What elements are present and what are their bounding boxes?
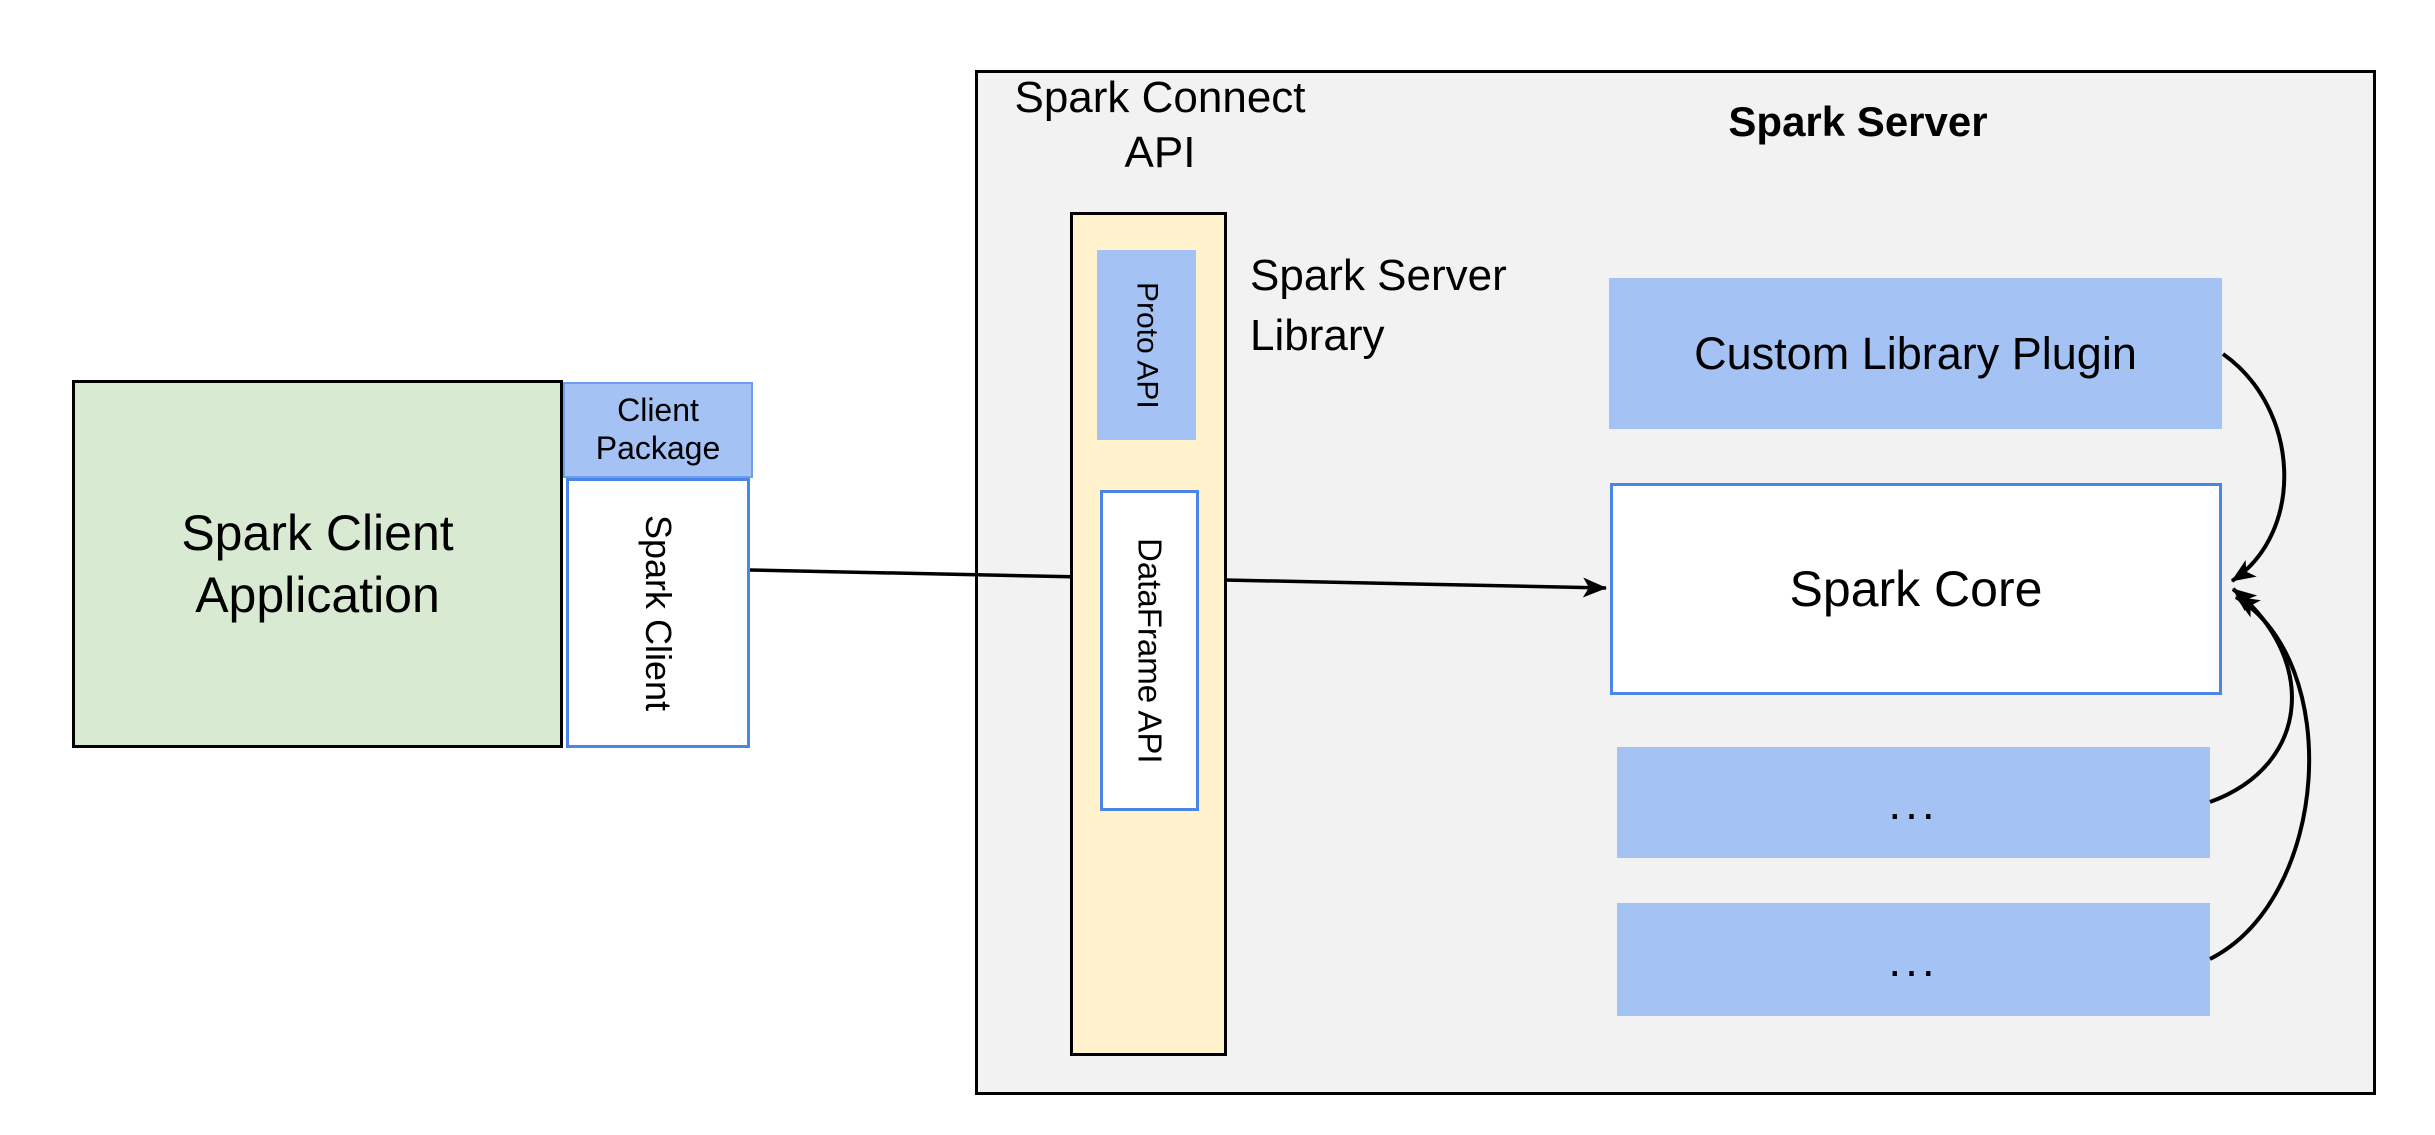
proto-api-box: Proto API xyxy=(1097,250,1196,440)
module-placeholder-top-label: ... xyxy=(1888,776,1939,829)
custom-library-plugin-label: Custom Library Plugin xyxy=(1694,327,2137,379)
spark-connect-api-label: Spark Connect API xyxy=(1014,73,1306,177)
spark-core-box: Spark Core xyxy=(1610,483,2222,695)
client-package-box: Client Package xyxy=(563,382,753,478)
module-placeholder-box-top: ... xyxy=(1617,747,2210,858)
module-placeholder-box-bottom: ... xyxy=(1617,903,2210,1016)
spark-client-application-box: Spark Client Application xyxy=(72,380,563,748)
spark-client-box: Spark Client xyxy=(566,478,750,748)
proto-api-label: Proto API xyxy=(1130,281,1164,409)
spark-client-application-label: Spark Client Application xyxy=(181,505,454,623)
spark-server-title: Spark Server xyxy=(1728,98,1988,145)
spark-core-label: Spark Core xyxy=(1789,561,2043,617)
dataframe-api-label: DataFrame API xyxy=(1131,537,1169,764)
spark-server-library-label: Spark Server Library xyxy=(1250,251,1507,360)
dataframe-api-box: DataFrame API xyxy=(1100,490,1199,811)
client-package-label: Client Package xyxy=(595,392,721,466)
custom-library-plugin-box: Custom Library Plugin xyxy=(1609,278,2222,429)
spark-client-label: Spark Client xyxy=(638,514,679,712)
module-placeholder-bottom-label: ... xyxy=(1888,933,1939,986)
